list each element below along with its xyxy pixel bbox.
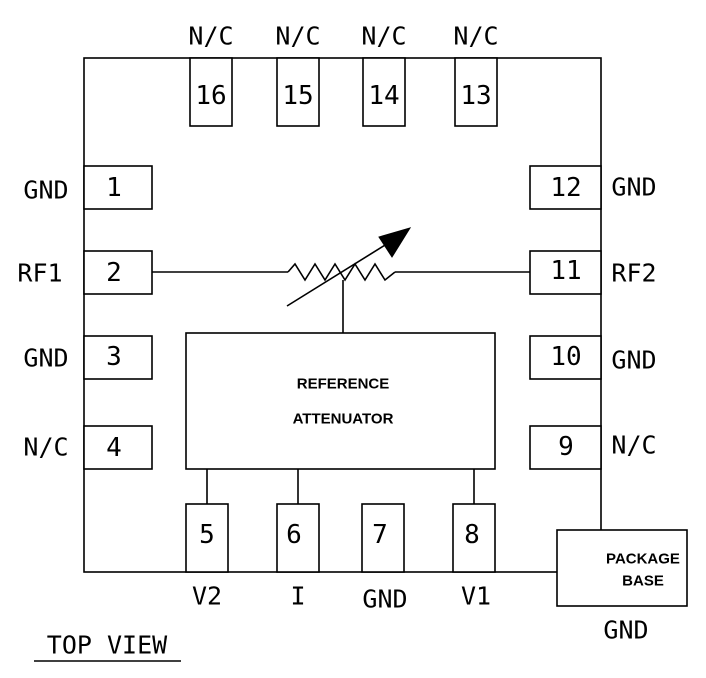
pin-5: 5 V2 — [185, 503, 229, 611]
pin-4: 4 N/C — [23, 425, 153, 470]
reference-attenuator-line1: REFERENCE — [297, 376, 390, 393]
pin-12-label: GND — [611, 173, 656, 202]
pin-12-number: 12 — [550, 173, 581, 203]
pin-6: 6 I — [276, 503, 320, 611]
pin-3-pad — [83, 335, 153, 380]
pin-13: 13 N/C — [453, 22, 499, 127]
pin-10-label: GND — [611, 346, 656, 375]
pin-10-pad — [529, 335, 602, 380]
pin-6-pad — [276, 503, 320, 573]
pin-4-label: N/C — [23, 433, 68, 462]
pin-7-number: 7 — [372, 520, 388, 550]
pin-3: 3 GND — [23, 335, 153, 380]
pin-2-number: 2 — [106, 258, 122, 288]
pin-14: 14 N/C — [361, 22, 407, 127]
pin-2: 2 RF1 — [17, 250, 153, 295]
pin-16-label: N/C — [188, 22, 233, 51]
pin-15-pad — [276, 57, 320, 127]
pin-1: 1 GND — [23, 165, 153, 210]
pin-7-pad — [361, 503, 405, 573]
pin-1-label: GND — [23, 176, 68, 205]
pin-14-label: N/C — [361, 22, 406, 51]
package-base-tab — [556, 529, 688, 607]
pin-9-pad — [529, 425, 602, 470]
pin-8: 8 V1 — [452, 503, 496, 611]
pin-11: 11 RF2 — [529, 250, 657, 295]
pin-11-number: 11 — [550, 256, 581, 286]
pin-3-label: GND — [23, 344, 68, 373]
reference-attenuator-line2: ATTENUATOR — [293, 411, 394, 428]
pin-10: 10 GND — [529, 335, 657, 380]
pin-15-number: 15 — [282, 81, 313, 111]
variable-arrow-shaft — [286, 241, 391, 307]
pin-14-pad — [362, 57, 406, 127]
package-base-gnd-label: GND — [603, 616, 648, 645]
pin-1-pad — [83, 165, 153, 210]
pin-1-number: 1 — [106, 173, 122, 203]
pin-6-number: 6 — [286, 520, 302, 550]
pin-15-label: N/C — [275, 22, 320, 51]
pin-8-label: V1 — [461, 582, 491, 611]
pin-11-label: RF2 — [611, 259, 656, 288]
pin-12-pad — [529, 165, 602, 210]
pin-9-label: N/C — [611, 431, 656, 460]
pin-4-number: 4 — [106, 433, 122, 463]
package-base-line1: PACKAGE — [606, 551, 680, 568]
pin-12: 12 GND — [529, 165, 657, 210]
pin-5-number: 5 — [199, 520, 215, 550]
variable-attenuator-resistor — [287, 262, 396, 282]
pin-13-label: N/C — [453, 22, 498, 51]
pin-2-pad — [83, 250, 153, 295]
pin-16-pad — [189, 57, 233, 127]
pin-14-number: 14 — [368, 81, 399, 111]
pin-15: 15 N/C — [275, 22, 321, 127]
package-base-line2: BASE — [622, 573, 664, 590]
pin-7-label: GND — [362, 585, 407, 614]
pin-5-label: V2 — [192, 582, 222, 611]
pin-3-number: 3 — [106, 342, 122, 372]
reference-attenuator-block — [185, 332, 496, 470]
pin-4-pad — [83, 425, 153, 470]
view-label: TOP VIEW — [47, 631, 168, 660]
pin-10-number: 10 — [550, 342, 581, 372]
pin-8-number: 8 — [464, 520, 480, 550]
pin-8-pad — [452, 503, 496, 573]
pin-2-label: RF1 — [17, 259, 62, 288]
pin-13-number: 13 — [460, 81, 491, 111]
pin-13-pad — [454, 57, 498, 127]
pin-16: 16 N/C — [188, 22, 234, 127]
pin-7: 7 GND — [361, 503, 408, 614]
variable-arrow-head-icon — [378, 227, 412, 258]
pin-9: 9 N/C — [529, 425, 657, 470]
pin-6-label: I — [290, 582, 305, 611]
pin-16-number: 16 — [195, 81, 226, 111]
pin-9-number: 9 — [558, 432, 574, 462]
pin-11-pad — [529, 250, 602, 295]
